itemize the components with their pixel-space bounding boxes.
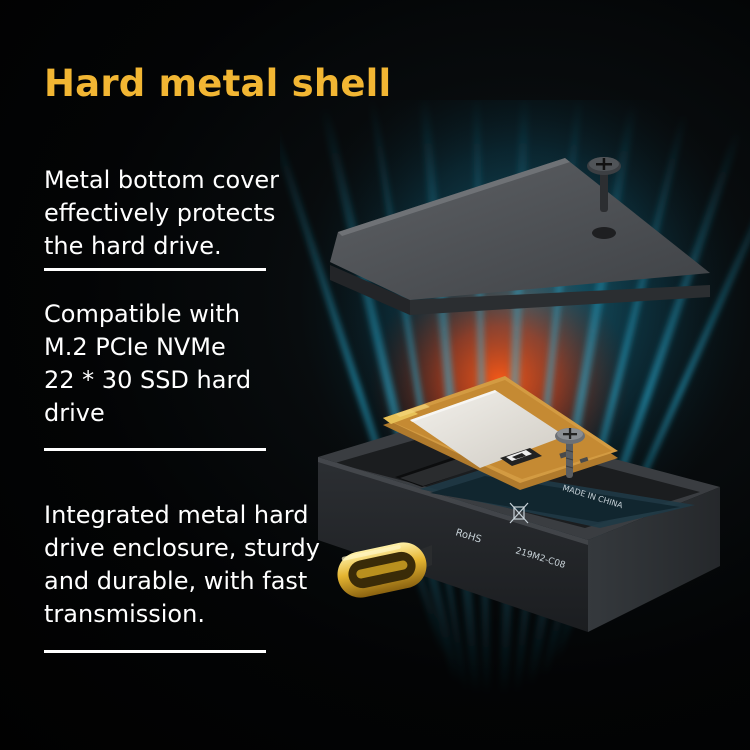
feature-text-bottom-cover: Metal bottom cover effectively protects …: [44, 166, 280, 260]
usb-c-connector: [337, 542, 432, 598]
qr-code-icon: [500, 448, 542, 466]
headline: Hard metal shell: [44, 62, 392, 105]
screw-hole: [592, 227, 616, 239]
metal-bottom-cover: [330, 158, 710, 315]
m2-ssd-card: [383, 376, 618, 490]
ssd-screw-icon: [555, 428, 585, 478]
enclosure-illustration: RoHS 219M2-C08 MADE IN CHINA: [280, 100, 750, 696]
feature-text-compatibility: Compatible with M.2 PCIe NVMe 22 * 30 SS…: [44, 300, 252, 427]
feature-text-enclosure: Integrated metal hard drive enclosure, s…: [44, 501, 320, 628]
ssd-chip: [410, 390, 565, 468]
divider: [44, 448, 266, 451]
top-screw-icon: [587, 157, 621, 212]
divider: [44, 650, 266, 653]
recycle-bin-icon: [509, 502, 529, 524]
divider: [44, 268, 266, 271]
